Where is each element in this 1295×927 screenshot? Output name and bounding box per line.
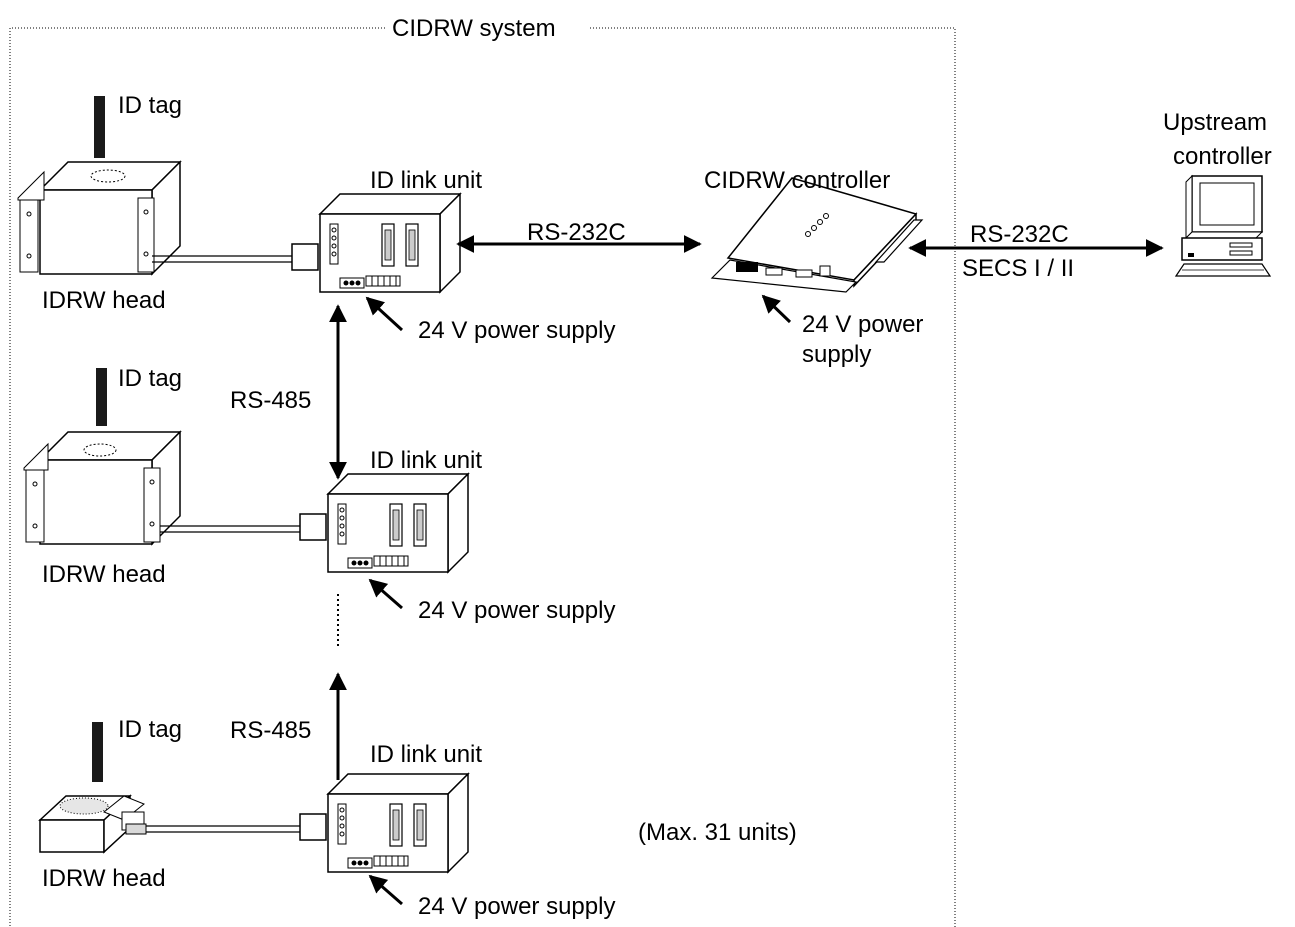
controller-power-label-1: 24 V power [802, 311, 923, 338]
rs232c-link-label: RS-232C [527, 219, 626, 246]
max-units-note: (Max. 31 units) [638, 819, 797, 846]
cidrw-controller-label: CIDRW controller [704, 167, 890, 194]
idrw-head-1 [17, 160, 182, 276]
id-tag-2-icon [96, 368, 107, 426]
rs485-label-2: RS-485 [230, 717, 311, 744]
upstream-computer-icon [1174, 174, 1272, 277]
id-link-unit-1 [319, 193, 461, 293]
system-boundary [9, 27, 956, 927]
idrw-head-2 [23, 430, 182, 546]
id-link-unit-1-label: ID link unit [370, 167, 482, 194]
id-link-unit-2-label: ID link unit [370, 447, 482, 474]
cable-1 [152, 243, 319, 271]
upstream-link-label-2: SECS I / II [962, 255, 1074, 282]
idrw-head-2-label: IDRW head [42, 561, 166, 588]
upstream-controller-label-2: controller [1173, 143, 1272, 170]
id-tag-2-label: ID tag [118, 365, 182, 392]
system-label: CIDRW system [392, 15, 556, 42]
power-arrow-2 [368, 578, 403, 610]
idrw-head-1-label: IDRW head [42, 287, 166, 314]
idrw-head-3-label: IDRW head [42, 865, 166, 892]
power-label-1: 24 V power supply [418, 317, 615, 344]
controller-power-arrow [761, 294, 792, 324]
id-tag-1-icon [94, 96, 105, 158]
power-arrow-3 [368, 874, 403, 906]
upstream-controller-label-1: Upstream [1163, 109, 1267, 136]
upstream-link-label-1: RS-232C [970, 221, 1069, 248]
cable-2 [160, 513, 327, 541]
id-link-unit-3-label: ID link unit [370, 741, 482, 768]
cable-3 [146, 813, 327, 841]
power-arrow-1 [365, 296, 404, 332]
id-tag-3-icon [92, 722, 103, 782]
power-label-2: 24 V power supply [418, 597, 615, 624]
id-link-unit-2 [327, 473, 469, 573]
cidrw-controller [710, 177, 924, 293]
id-tag-3-label: ID tag [118, 716, 182, 743]
power-label-3: 24 V power supply [418, 893, 615, 920]
controller-power-label-2: supply [802, 341, 871, 368]
idrw-head-3 [38, 794, 147, 854]
id-tag-1-label: ID tag [118, 92, 182, 119]
id-link-unit-3 [327, 773, 469, 873]
rs485-label-1: RS-485 [230, 387, 311, 414]
